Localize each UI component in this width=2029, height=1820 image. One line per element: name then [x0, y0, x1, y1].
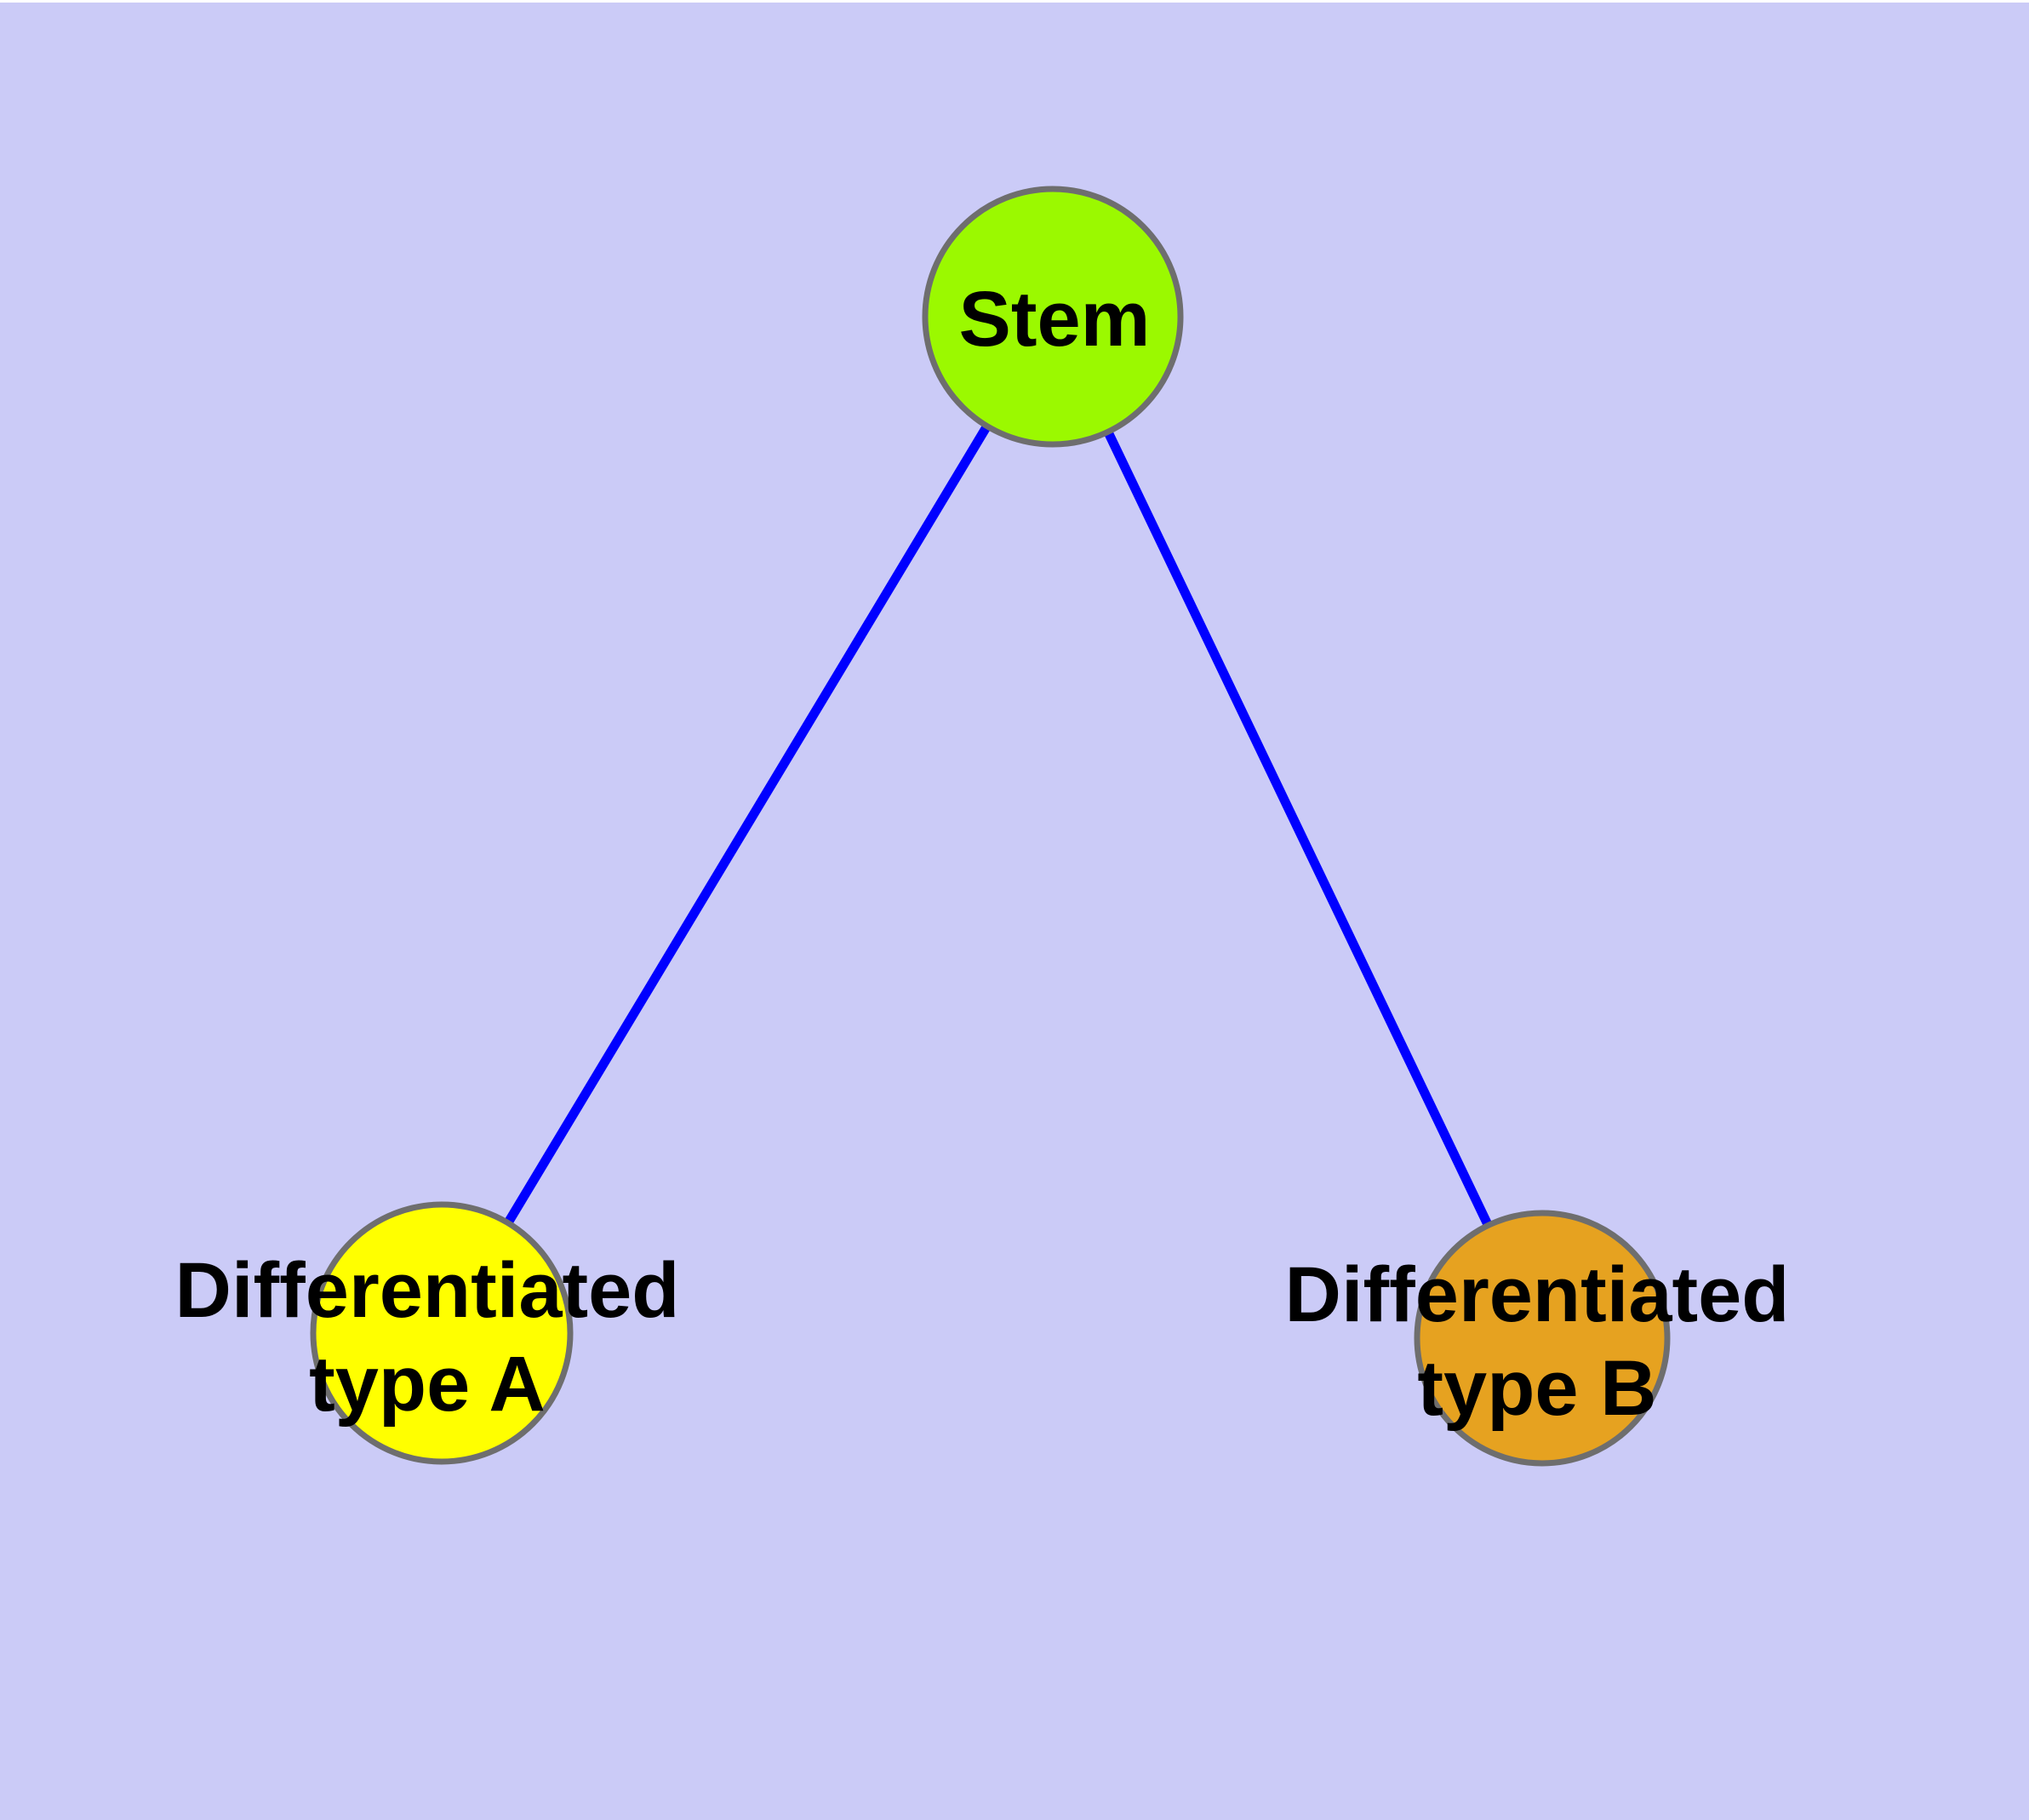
node-stem-circle — [922, 186, 1184, 448]
node-stem-label: Stem — [959, 276, 1151, 363]
top-edge-strip — [0, 0, 2029, 3]
node-differentiated-type-a-label-line1: Differentiated — [175, 1247, 680, 1334]
node-differentiated-type-a-circle — [310, 1201, 574, 1465]
node-differentiated-type-b-label-line1: Differentiated — [1285, 1251, 1790, 1338]
edge-stem-to-type-a — [437, 314, 1057, 1336]
node-differentiated-type-b-circle — [1414, 1210, 1671, 1467]
node-differentiated-type-b: Differentiated type B — [1285, 1210, 1790, 1467]
node-differentiated-type-a: Differentiated type A — [175, 1201, 680, 1465]
node-differentiated-type-a-label-line2: type A — [309, 1341, 546, 1428]
node-differentiated-type-b-label-line2: type B — [1417, 1345, 1656, 1432]
node-stem: Stem — [922, 186, 1184, 448]
edge-stem-to-type-b — [1049, 314, 1546, 1341]
